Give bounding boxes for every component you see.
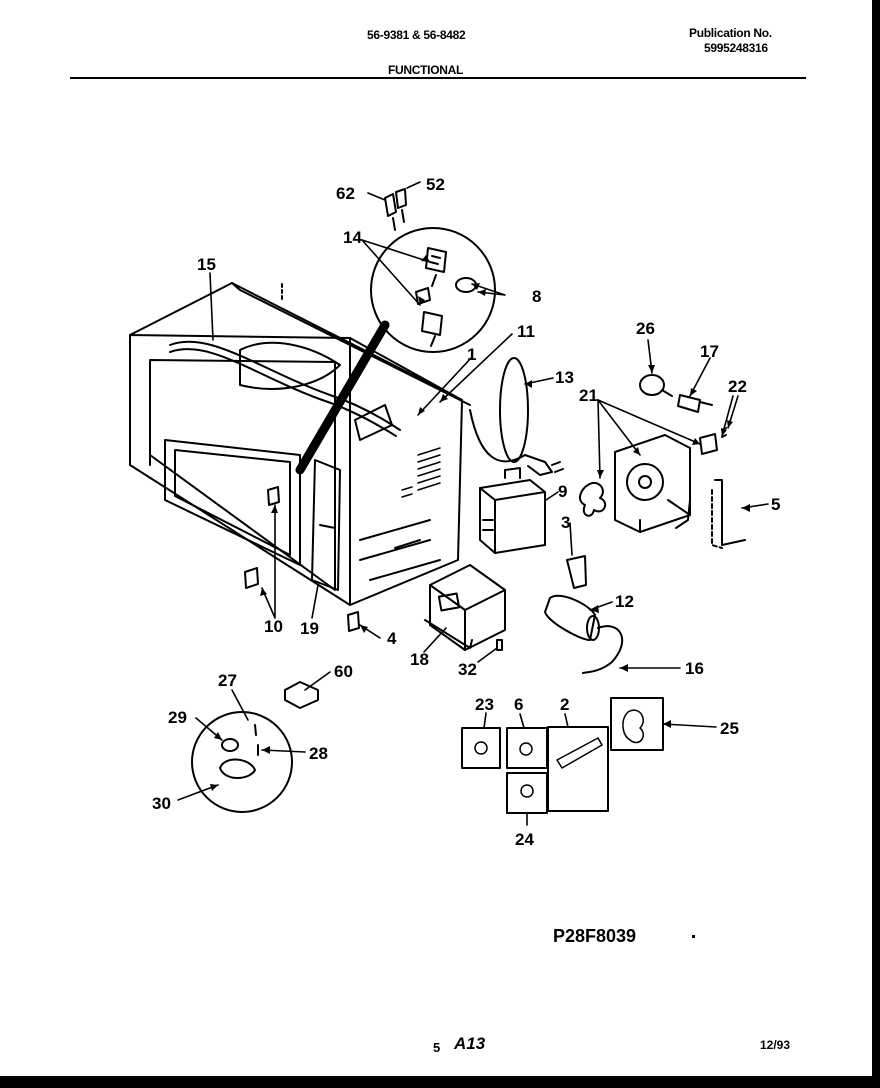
part-label-30: 30	[152, 794, 171, 813]
part-label-10: 10	[264, 617, 283, 636]
switch-detail-circle	[370, 227, 496, 353]
part-label-5: 5	[771, 495, 780, 514]
section-title: FUNCTIONAL	[388, 63, 463, 77]
part-label-60: 60	[334, 662, 353, 681]
page-prefix: 5	[433, 1040, 441, 1055]
capacitor-drawing	[544, 555, 624, 674]
part-label-19: 19	[300, 619, 319, 638]
header-rule	[70, 77, 806, 79]
part-label-14: 14	[343, 228, 362, 247]
part-label-24: 24	[515, 830, 534, 849]
part-label-15: 15	[197, 255, 216, 274]
callout-leaders	[177, 181, 769, 826]
thermal-cutout-drawing	[219, 724, 259, 779]
part-number-labels: 62 52 14 8 15 11 1 13 26 17 22 21 5 9 3 …	[152, 175, 780, 849]
bracket-5-drawing	[714, 479, 746, 546]
part-label-18: 18	[410, 650, 429, 669]
dot-mark	[692, 935, 695, 938]
part-label-62: 62	[336, 184, 355, 203]
part-label-25: 25	[720, 719, 739, 738]
drawing-number: P28F8039	[553, 926, 637, 946]
thermal-detail-circle	[191, 711, 293, 813]
lamp-socket-drawing	[639, 374, 713, 413]
page-code: A13	[454, 1034, 486, 1053]
publication-number: 5995248316	[704, 41, 768, 55]
switch-62-52-drawing	[384, 188, 407, 231]
interlock-switch-drawing	[415, 247, 477, 347]
part-label-32: 32	[458, 660, 477, 679]
part-label-23: 23	[475, 695, 494, 714]
part-label-22: 22	[728, 377, 747, 396]
part-label-13: 13	[555, 368, 574, 387]
transformer-drawing	[424, 564, 506, 651]
cabinet-vent-slots	[401, 447, 441, 498]
part-label-26: 26	[636, 319, 655, 338]
part-label-21: 21	[579, 386, 598, 405]
exploded-view-diagram: 62 52 14 8 15 11 1 13 26 17 22 21 5 9 3 …	[129, 175, 780, 849]
part-label-12: 12	[615, 592, 634, 611]
part-label-29: 29	[168, 708, 187, 727]
part-label-28: 28	[309, 744, 328, 763]
small-hardware-drawing	[244, 486, 503, 651]
oven-cabinet-drawing	[129, 282, 471, 606]
part-label-2: 2	[560, 695, 569, 714]
model-numbers: 56-9381 & 56-8482	[367, 28, 466, 42]
publication-label: Publication No.	[689, 26, 772, 40]
kit-boxes	[461, 697, 664, 814]
part-label-6: 6	[514, 695, 523, 714]
part-label-52: 52	[426, 175, 445, 194]
detail-leader-bar	[295, 320, 390, 475]
kit-box-contents	[474, 709, 644, 798]
part-label-27: 27	[218, 671, 237, 690]
revision-date: 12/93	[760, 1038, 791, 1052]
part-label-16: 16	[685, 659, 704, 678]
part-label-11: 11	[517, 322, 535, 341]
power-cord-drawing	[469, 357, 564, 476]
magnetron-drawing	[479, 467, 546, 554]
latch-60-drawing	[284, 681, 319, 709]
part-label-8: 8	[532, 287, 541, 306]
part-label-4: 4	[387, 629, 397, 648]
part-label-17: 17	[700, 342, 719, 361]
part-label-1: 1	[467, 345, 476, 364]
part-label-3: 3	[561, 513, 570, 532]
fan-assembly-drawing	[578, 433, 718, 533]
parts-diagram-sheet: 56-9381 & 56-8482 FUNCTIONAL Publication…	[0, 0, 872, 1076]
leader-arrowheads	[210, 255, 750, 791]
part-label-9: 9	[558, 482, 567, 501]
